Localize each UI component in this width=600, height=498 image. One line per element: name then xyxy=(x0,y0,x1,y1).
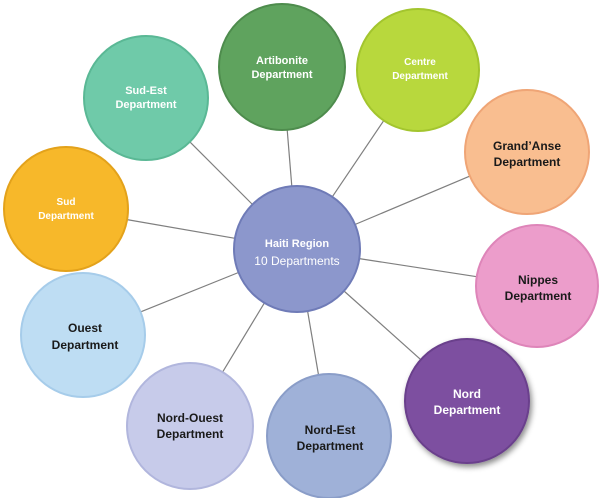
center-label-line1: Haiti Region xyxy=(265,238,329,250)
node-nippes-circle xyxy=(475,224,599,348)
node-grandanse-line1: Grand’Anse xyxy=(493,139,561,153)
node-nordouest-line1: Nord-Ouest xyxy=(157,411,223,425)
node-grandanse-line2: Department xyxy=(494,155,561,169)
node-artibonite-circle xyxy=(218,3,346,131)
node-nippes-line2: Department xyxy=(505,289,572,303)
node-grandanse-circle xyxy=(464,89,590,215)
node-nordouest: Nord-Ouest Department xyxy=(126,362,254,490)
node-nippes: Nippes Department xyxy=(475,224,599,348)
node-sud: Sud Department xyxy=(3,146,129,272)
node-centre-line1: Centre xyxy=(404,57,436,68)
node-nordest-line2: Department xyxy=(297,439,364,453)
node-centre: Centre Department xyxy=(356,8,480,132)
node-ouest-line1: Ouest xyxy=(68,321,102,335)
node-nordest-line1: Nord-Est xyxy=(305,423,356,437)
center-circle xyxy=(233,185,361,313)
node-nordouest-circle xyxy=(126,362,254,490)
connector-grandanse xyxy=(354,175,471,226)
node-grandanse: Grand’Anse Department xyxy=(464,89,590,215)
connector-sud xyxy=(126,219,236,239)
node-nord-circle xyxy=(404,338,530,464)
connector-nordest xyxy=(307,310,320,376)
connector-nord xyxy=(343,290,422,361)
center-node: Haiti Region 10 Departments xyxy=(233,185,361,313)
node-sud-line1: Sud xyxy=(57,197,76,208)
node-artibonite: Artibonite Department xyxy=(218,3,346,131)
node-nordest-circle xyxy=(266,373,392,498)
node-sudest-line2: Department xyxy=(115,99,176,111)
node-centre-line2: Department xyxy=(392,71,448,82)
connector-lines xyxy=(126,120,477,376)
node-sudest: Sud-Est Department xyxy=(83,35,209,161)
node-ouest: Ouest Department xyxy=(20,272,146,398)
node-sud-circle xyxy=(3,146,129,272)
connector-sudest xyxy=(189,141,253,205)
node-nordest: Nord-Est Department xyxy=(266,373,392,498)
node-nippes-line1: Nippes xyxy=(518,273,558,287)
node-nord: Nord Department xyxy=(404,338,530,464)
node-ouest-line2: Department xyxy=(52,338,119,352)
node-nord-line1: Nord xyxy=(453,387,481,401)
connector-artibonite xyxy=(286,129,293,187)
node-sudest-circle xyxy=(83,35,209,161)
node-artibonite-line1: Artibonite xyxy=(256,55,308,67)
connector-nordouest xyxy=(222,302,265,373)
node-artibonite-line2: Department xyxy=(251,69,312,81)
node-ouest-circle xyxy=(20,272,146,398)
node-centre-circle xyxy=(356,8,480,132)
node-sud-line2: Department xyxy=(38,211,94,222)
node-nord-line2: Department xyxy=(434,403,501,417)
node-nordouest-line2: Department xyxy=(157,427,224,441)
center-label-line2: 10 Departments xyxy=(254,254,339,268)
node-sudest-line1: Sud-Est xyxy=(125,85,167,97)
connector-ouest xyxy=(140,271,239,313)
connector-centre xyxy=(331,120,385,198)
connector-nippes xyxy=(359,258,477,278)
